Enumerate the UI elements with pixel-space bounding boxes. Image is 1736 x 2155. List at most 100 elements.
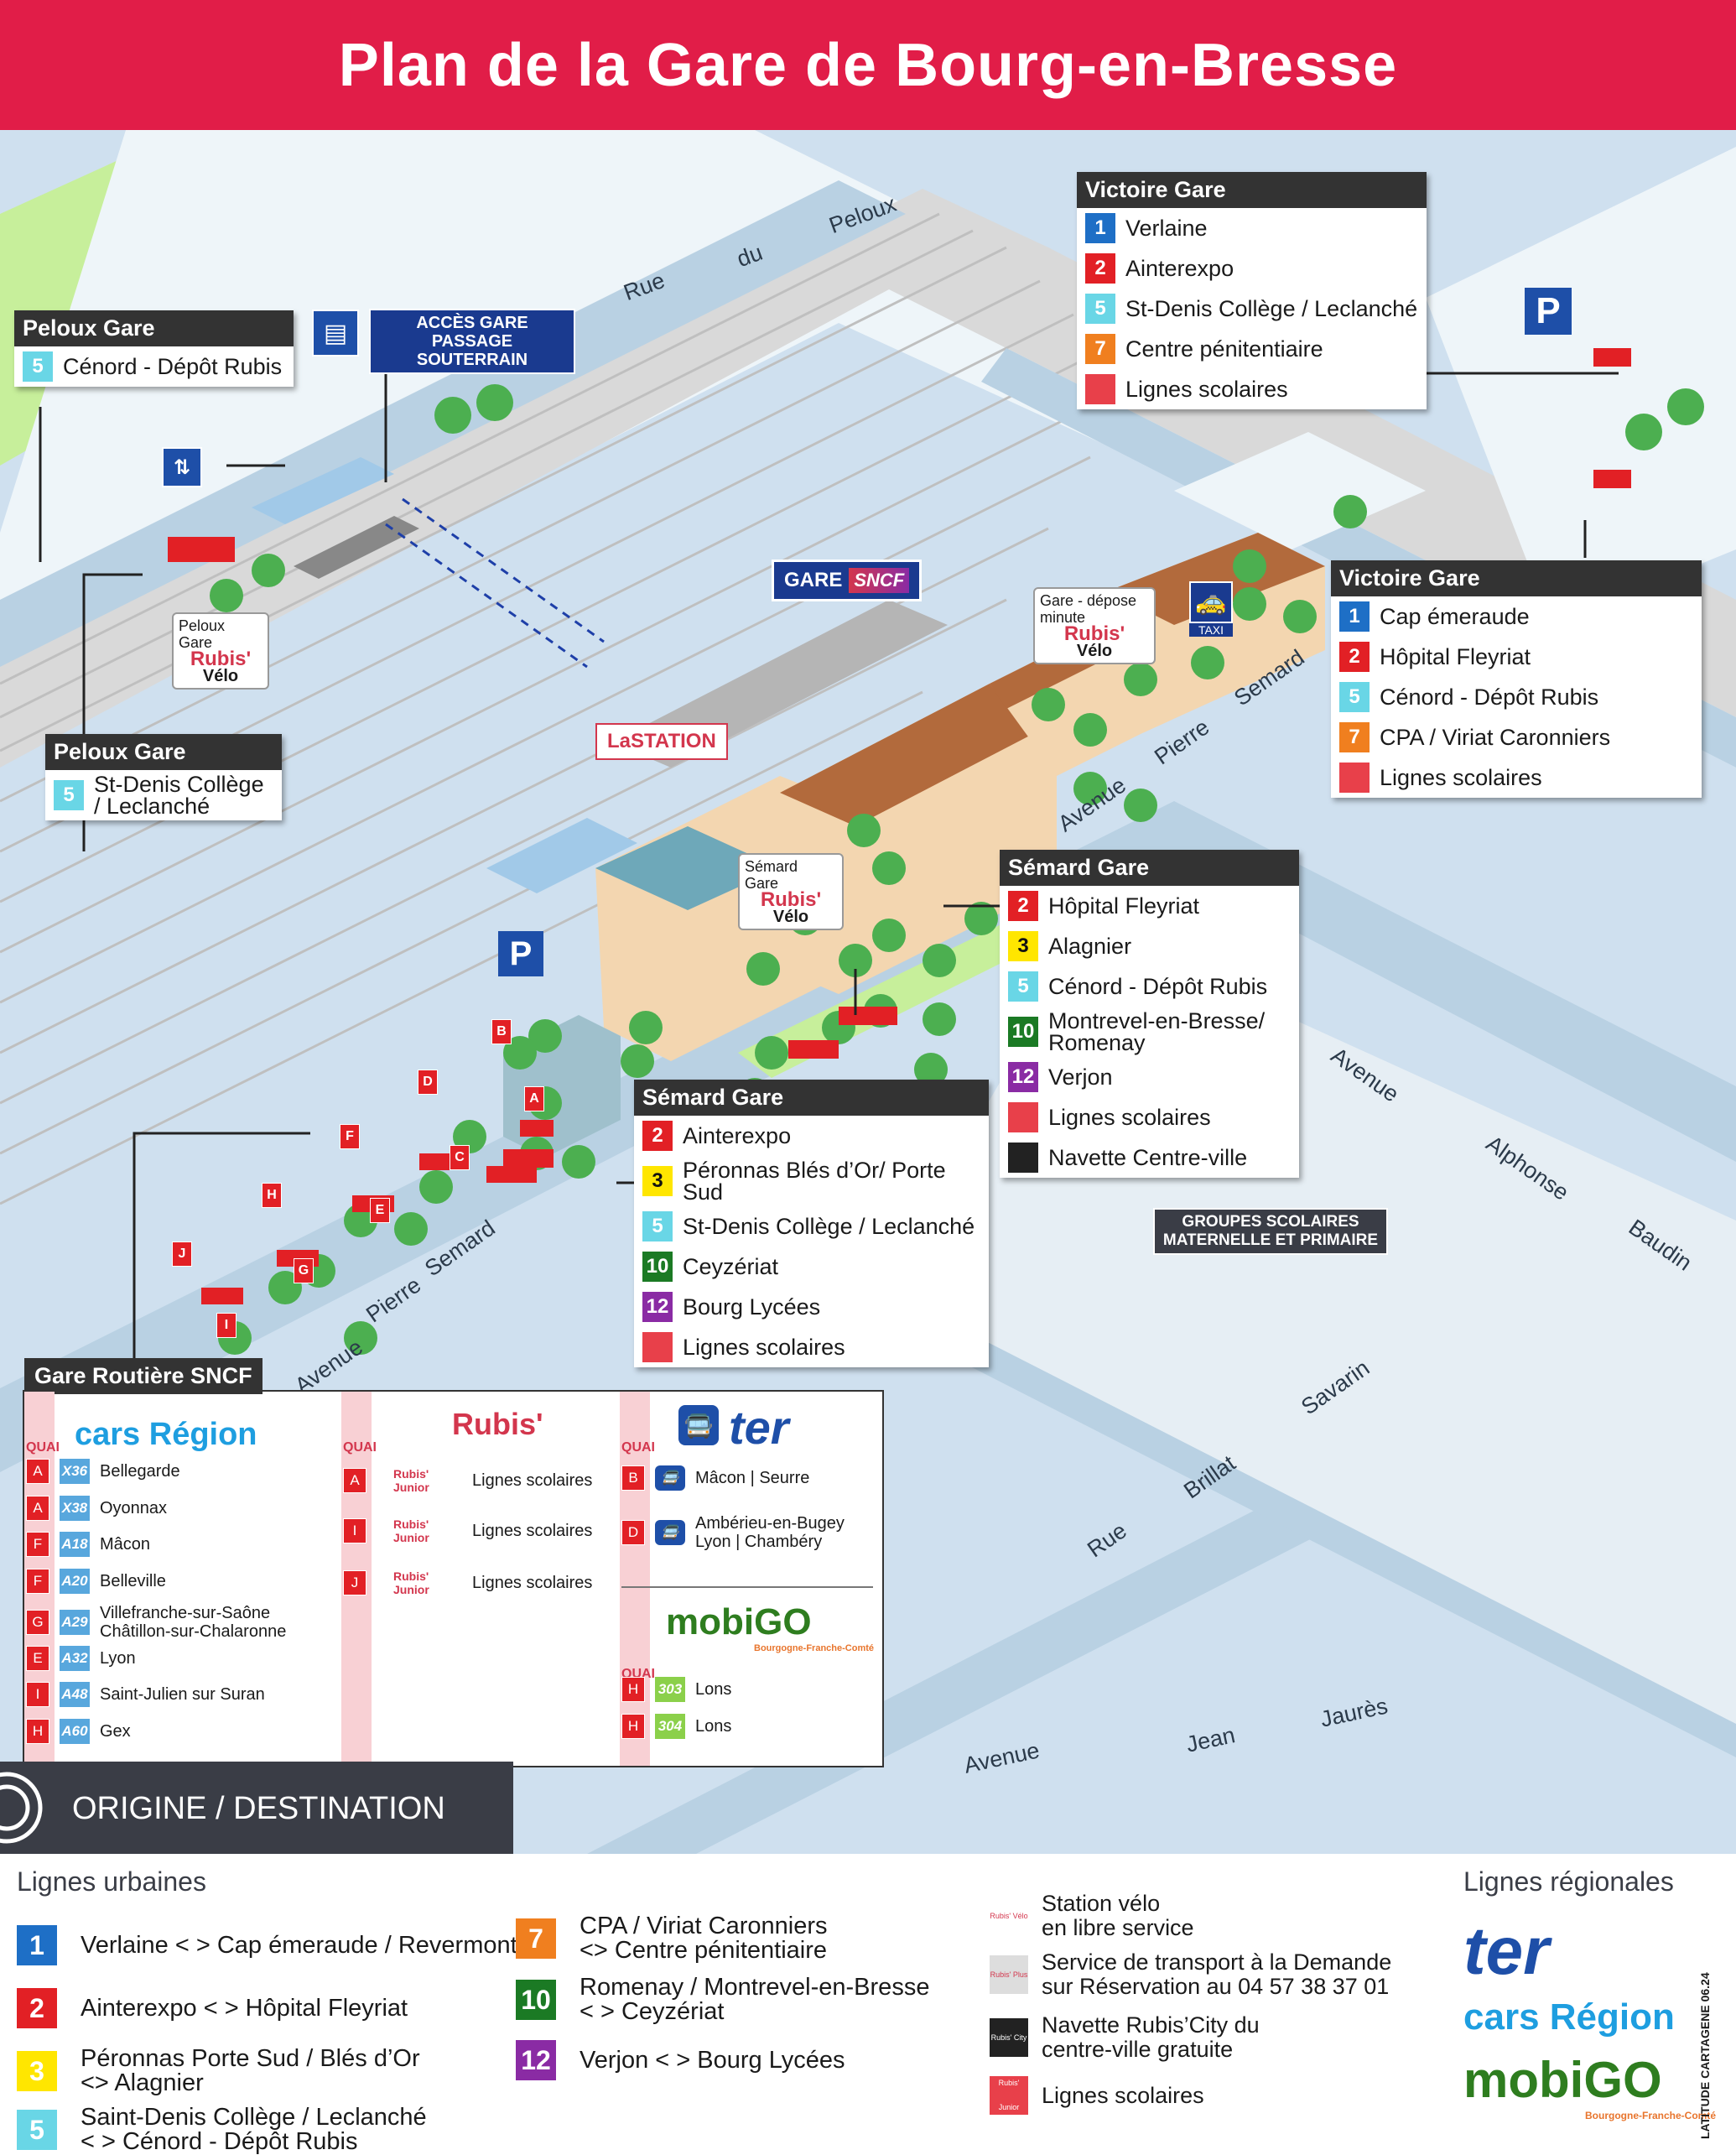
rubis-velo-icon: Rubis' Vélo	[990, 1897, 1028, 1935]
line-2-badge: 2	[1085, 253, 1115, 284]
destination-label: Lyon	[100, 1649, 136, 1668]
quai-row: D🚍Ambérieu-en-Bugey Lyon | Chambéry	[621, 1514, 845, 1551]
legend-service-text: Station vélo en libre service	[1042, 1891, 1194, 1940]
stop-line-label: St-Denis Collège / Leclanché	[94, 772, 264, 819]
stop-line-label: Péronnas Blés d’Or/ Porte Sud	[683, 1158, 946, 1205]
line-1-badge: 1	[1339, 601, 1370, 632]
rubis-junior-logo: Rubis' Junior	[393, 1467, 429, 1494]
stop-line-label: Cénord - Dépôt Rubis	[63, 354, 283, 379]
stop-line-label: Lignes scolaires	[1125, 377, 1288, 402]
legend-regionales-title: Lignes régionales	[1463, 1866, 1674, 1897]
line-5-badge: 5	[1339, 682, 1370, 712]
quai-tag-j: J	[172, 1241, 192, 1267]
destination-label: Villefranche-sur-Saône Châtillon-sur-Cha…	[100, 1604, 287, 1641]
cars-region-logo: cars Région	[75, 1417, 257, 1452]
taxi-icon: 🚕	[1189, 581, 1233, 623]
depose-velo-name: Gare - dépose minute	[1040, 592, 1137, 626]
line-badge: 304	[655, 1714, 685, 1739]
stop-line-label: Lignes scolaires	[1048, 1105, 1211, 1130]
stop-line-label: Centre pénitentiaire	[1125, 336, 1323, 362]
rubis-junior-logo: Rubis' Junior	[393, 1569, 429, 1596]
station-map[interactable]: Rue du Peloux Avenue Pierre Semard Avenu…	[0, 130, 1736, 1854]
destination-label: Mâcon	[100, 1535, 151, 1554]
line-5-badge: 5	[54, 780, 84, 810]
line-7-badge: 7	[1339, 722, 1370, 752]
stop-panel-peloux-bottom[interactable]: Peloux Gare 5 St-Denis Collège / Leclanché	[45, 734, 282, 820]
ter-mobigo-divider	[621, 1586, 873, 1588]
velo-label: Vélo	[1076, 642, 1113, 660]
quai-badge: A	[26, 1459, 49, 1484]
stop-title: Sémard Gare	[634, 1080, 989, 1116]
quai-badge: H	[621, 1714, 645, 1739]
line-10-badge: 10	[516, 1980, 556, 2020]
rubis-city-icon: Rubis' City	[990, 2018, 1028, 2057]
destination-label: Oyonnax	[100, 1499, 168, 1517]
line-2-badge: 2	[1008, 891, 1038, 921]
rubis-plus-icon: Rubis' Plus	[990, 1955, 1028, 1994]
destination-label: Mâcon | Seurre	[695, 1469, 810, 1487]
legend-mobigo-sub: Bourgogne-Franche-Comté	[1585, 2110, 1716, 2121]
stop-line-row[interactable]: Lignes scolaires	[1331, 757, 1702, 798]
depose-velo-station: Gare - dépose minute Rubis' Vélo	[1033, 587, 1156, 664]
stop-line-row[interactable]: 3 Péronnas Blés d’Or/ Porte Sud	[634, 1156, 989, 1206]
stop-line-row[interactable]: Navette Centre-ville	[1000, 1137, 1299, 1178]
quai-label-rubis: QUAI	[343, 1440, 377, 1455]
line-3-badge: 3	[642, 1166, 673, 1196]
rubis-velo-logo: Rubis'	[1063, 622, 1125, 645]
legend-line-text: CPA / Viriat Caronniers <> Centre pénite…	[580, 1913, 828, 1964]
legend-line-text: Verjon < > Bourg Lycées	[580, 2046, 845, 2074]
stop-line-label: Lignes scolaires	[1380, 765, 1542, 790]
quai-tag-i: I	[216, 1313, 236, 1338]
stop-line-row[interactable]: Lignes scolaires	[634, 1327, 989, 1367]
quai-tag-d: D	[418, 1070, 438, 1095]
la-station-sign: LaSTATION	[595, 723, 728, 760]
line-2-badge: 2	[17, 1988, 57, 2028]
origine-destination-label: ORIGINE / DESTINATION	[72, 1791, 445, 1826]
stop-line-row[interactable]: Lignes scolaires	[1000, 1097, 1299, 1137]
legend-service-row: Rubis' Vélo Station vélo en libre service	[990, 1892, 1194, 1940]
stop-line-label: Ainterexpo	[683, 1123, 792, 1148]
quai-badge: E	[26, 1646, 49, 1671]
legend-service-text: Service de transport à la Demande sur Ré…	[1042, 1949, 1392, 1999]
stop-title: Peloux Gare	[45, 734, 282, 770]
line-badge: X38	[60, 1496, 90, 1521]
parking-top-icon: P	[1525, 288, 1572, 335]
quai-tag-g: G	[294, 1258, 314, 1283]
rubis-velo-logo: Rubis'	[760, 888, 822, 911]
gare-label: GARE	[784, 569, 843, 591]
page-title: Plan de la Gare de Bourg-en-Bresse	[338, 31, 1398, 99]
quai-tag-h: H	[262, 1183, 282, 1208]
quai-label-cars: QUAI	[26, 1440, 60, 1455]
quai-tag-b: B	[491, 1019, 512, 1044]
stop-line-row[interactable]: Lignes scolaires	[1077, 369, 1427, 409]
peloux-velo-name: Peloux Gare	[179, 617, 226, 651]
line-5-badge: 5	[17, 2110, 57, 2150]
stop-line-row[interactable]: 5 St-Denis Collège / Leclanché	[45, 770, 282, 820]
legend-line-text: Saint-Denis Collège / Leclanché < > Céno…	[81, 2104, 427, 2155]
